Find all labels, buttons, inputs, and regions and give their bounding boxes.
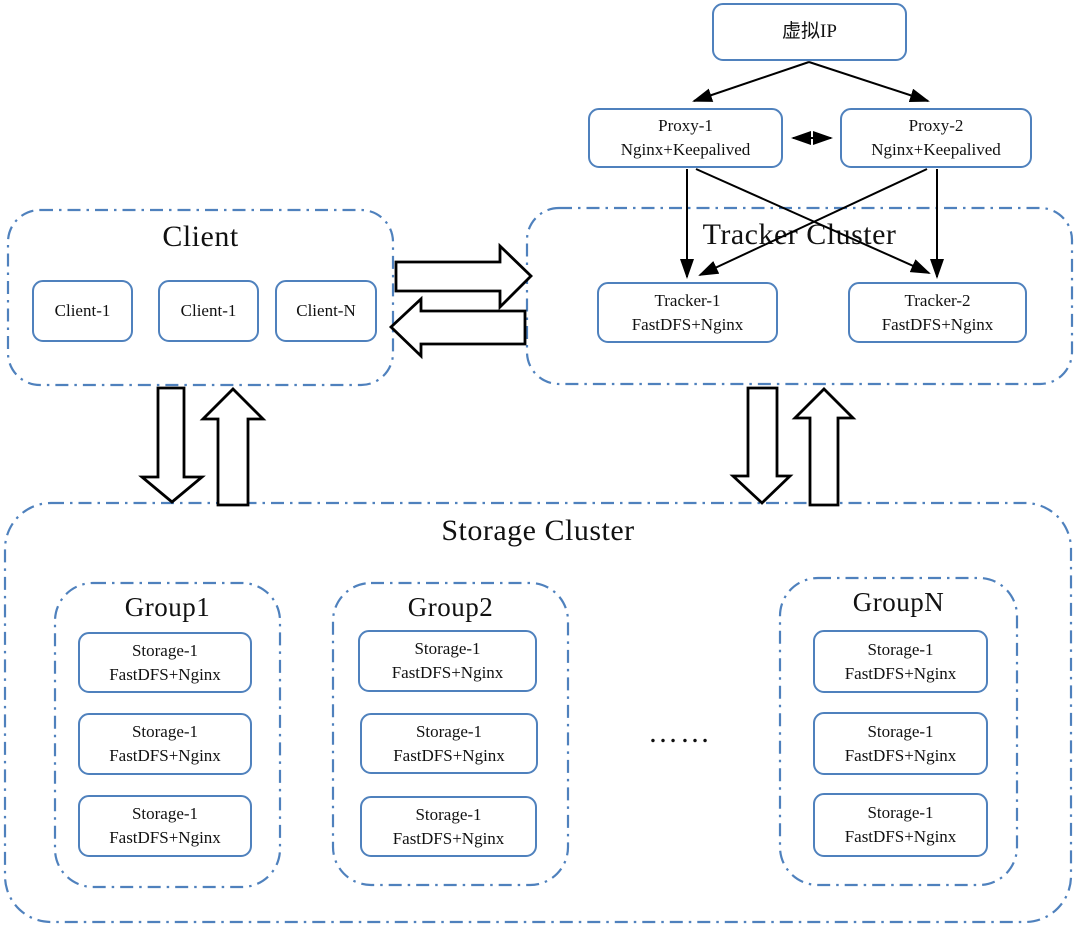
- groupN-title: GroupN: [852, 587, 945, 617]
- group2-storage-2-name: Storage-1: [415, 721, 483, 741]
- groupN-storage-3-node: Storage-1 FastDFS+Nginx: [813, 793, 988, 857]
- group1-storage-2-node: Storage-1 FastDFS+Nginx: [78, 713, 252, 775]
- group1-storage-1-stack: FastDFS+Nginx: [109, 664, 221, 684]
- storage-cluster-title: Storage Cluster: [441, 514, 635, 547]
- group1-storage-1-node: Storage-1 FastDFS+Nginx: [78, 632, 252, 693]
- group1-storage-3-node: Storage-1 FastDFS+Nginx: [78, 795, 252, 857]
- group1-storage-2-stack: FastDFS+Nginx: [109, 746, 221, 765]
- client-n-label: Client-N: [296, 301, 356, 320]
- proxy-1-stack: Nginx+Keepalived: [620, 140, 751, 159]
- block-arrow-tracker-to-client: [388, 295, 527, 360]
- group2-storage-1-stack: FastDFS+Nginx: [391, 663, 504, 682]
- group2-storage-1-name: Storage-1: [414, 639, 481, 658]
- tracker-1-name: Tracker-1: [654, 290, 721, 310]
- tracker-cluster-title: Tracker Cluster: [702, 218, 897, 251]
- client-2-node: Client-1: [158, 280, 259, 342]
- group2-storage-3-stack: FastDFS+Nginx: [392, 828, 505, 848]
- block-arrow-tracker-to-storage: [729, 386, 794, 505]
- arrow-vip-to-proxy1: [692, 61, 810, 102]
- block-arrow-storage-to-client: [199, 387, 267, 507]
- proxy-2-node: Proxy-2 Nginx+Keepalived: [840, 108, 1032, 168]
- groupN-storage-3-stack: FastDFS+Nginx: [844, 827, 957, 846]
- group2-storage-3-node: Storage-1 FastDFS+Nginx: [360, 796, 537, 857]
- groupN-storage-1-node: Storage-1 FastDFS+Nginx: [813, 630, 988, 693]
- groupN-storage-3-name: Storage-1: [867, 803, 934, 822]
- groupN-storage-2-name: Storage-1: [867, 721, 934, 741]
- block-arrow-client-to-tracker: [394, 242, 533, 311]
- block-arrow-client-to-storage: [138, 386, 206, 504]
- group1-storage-2-name: Storage-1: [131, 722, 199, 741]
- groupN-storage-2-stack: FastDFS+Nginx: [844, 745, 957, 765]
- group2-title: Group2: [407, 592, 494, 622]
- tracker-1-node: Tracker-1 FastDFS+Nginx: [597, 282, 778, 343]
- group2-storage-2-stack: FastDFS+Nginx: [393, 745, 505, 765]
- proxy-1-node: Proxy-1 Nginx+Keepalived: [588, 108, 783, 168]
- tracker-2-node: Tracker-2 FastDFS+Nginx: [848, 282, 1027, 343]
- groupN-storage-1-name: Storage-1: [867, 639, 934, 659]
- proxy-2-name: Proxy-2: [908, 116, 964, 135]
- group2-storage-2-node: Storage-1 FastDFS+Nginx: [360, 713, 538, 774]
- group1-storage-3-stack: FastDFS+Nginx: [109, 828, 221, 847]
- block-arrow-storage-to-tracker: [791, 387, 857, 507]
- client-1-label: Client-1: [54, 301, 111, 320]
- arrow-vip-to-proxy2: [808, 61, 930, 103]
- client-cluster-title: Client: [162, 220, 239, 253]
- virtual-ip-node: 虚拟IP: [712, 3, 907, 61]
- groups-ellipsis: ……: [648, 716, 712, 749]
- virtual-ip-label: 虚拟IP: [782, 21, 837, 42]
- groupN-storage-1-stack: FastDFS+Nginx: [844, 663, 957, 683]
- group1-storage-3-name: Storage-1: [131, 804, 199, 823]
- groupN-storage-2-node: Storage-1 FastDFS+Nginx: [813, 712, 988, 775]
- client-1-node: Client-1: [32, 280, 133, 342]
- client-n-node: Client-N: [275, 280, 377, 342]
- group2-storage-1-node: Storage-1 FastDFS+Nginx: [358, 630, 537, 692]
- proxy-1-name: Proxy-1: [658, 116, 713, 135]
- tracker-2-name: Tracker-2: [904, 290, 971, 310]
- group1-title: Group1: [124, 592, 211, 622]
- group2-storage-3-name: Storage-1: [415, 804, 482, 824]
- tracker-1-stack: FastDFS+Nginx: [631, 314, 744, 334]
- group1-storage-1-name: Storage-1: [131, 640, 199, 660]
- tracker-2-stack: FastDFS+Nginx: [881, 314, 994, 334]
- proxy-2-stack: Nginx+Keepalived: [871, 140, 1001, 159]
- client-2-label: Client-1: [180, 301, 237, 320]
